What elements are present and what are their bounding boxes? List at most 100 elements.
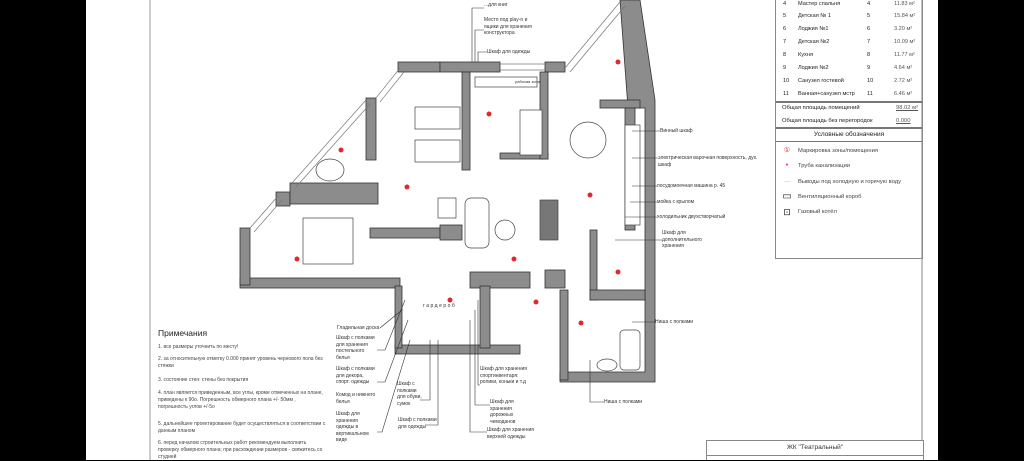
coffee-table [494,219,516,241]
tv-console [539,199,559,241]
annotation-playn: Место под play-n и ящики для хранения ко… [484,17,532,36]
sofa-living [464,197,490,249]
wall [397,61,441,73]
room-marker [533,299,539,305]
water-outlet-icon: — [783,178,791,185]
annotation-sink: мойка с крылом [657,199,695,205]
room-num: 8 [783,52,787,58]
annotation-outerwear: Шкаф для хранения верхней одежды [487,427,534,440]
note-item: 5. дальнейшее проектирование будет осуще… [158,421,326,434]
room-marker [294,256,300,262]
room-num: 7 [783,39,787,45]
room-marker [511,256,517,262]
wall [589,229,598,301]
table-divider [776,127,922,129]
legend-item: Вентиляционный короб [798,194,862,200]
room-markers [294,59,621,326]
note-item: 3. состояние стен: стены без покрытия [158,377,249,383]
room-name: Кухня [798,52,813,58]
room-area: 10.09 м² [894,39,916,45]
room-area: 2.72 м² [894,78,913,84]
annotation-decor: Шкаф с полками для декора, спорт. одежды [336,366,375,385]
room-marker [587,192,593,198]
annotation-extra-storage: Шкаф для дополнительного хранения [662,230,702,249]
room-code: 8 [867,52,871,58]
room-marker [615,269,621,275]
room-num: 4 [783,1,787,7]
wall [469,271,531,289]
wall [479,285,491,349]
room-code: 6 [867,26,871,32]
room-area: 6.46 м² [894,91,913,97]
room-code: 7 [867,39,871,45]
wall [544,269,566,289]
room-num: 9 [783,65,787,71]
wall [239,277,401,289]
total-area-label: Общая площадь помещений [782,105,860,111]
total-no-walls-label: Общая площадь без перегородок [782,118,873,124]
wall [289,182,379,205]
legend-item: Маркировка зоны/помещения [798,148,879,154]
legend-item: Газовый котёл [798,209,837,215]
note-item: 4. план является приведенным, все углы, … [158,390,323,410]
room-area: 4.64 м² [894,65,913,71]
room-num: 10 [783,78,790,84]
armchair [437,197,457,219]
kitchen-counter [624,124,641,226]
annotation-ironing: Гладильная доска [337,325,380,331]
wall [239,227,251,286]
legend-divider [776,141,922,142]
sofa-kids [519,109,543,156]
legend-item: Выводы под холодную и горячую воду [798,179,902,185]
room-name: Ванная+санузел мстр [798,91,855,97]
annotation-suitcases: Шкаф для хранения дорожных чемоданов [490,399,516,425]
note-item: 2. за относительную отметку 0.000 принят… [158,356,323,369]
wall [439,61,501,73]
notes-title: Примечания [158,328,208,338]
wall [275,191,291,207]
bed-kids-1 [414,106,461,130]
annotation-wine: Винный шкаф [660,128,693,134]
gas-boiler-icon: ⊡ [783,207,791,217]
annotation-dishwasher: посудомоечная машина р. 45 [657,183,726,189]
annotation-vertical: Шкаф для хранения одежды в вертикальном … [336,411,369,443]
legend-item: Труба канализации [798,163,850,169]
annotation-shoes: Шкаф с полками для обуви, сумок [397,381,422,407]
total-no-walls-value: 0.000 [896,118,911,124]
annotation-books: ...для книг [484,2,508,8]
room-name: Лоджия №2 [798,65,829,71]
annotation-hob: электрическая варочная поверхность, дух.… [658,155,758,168]
furniture [302,76,641,372]
annotation-dresser: Комод и нижнего белья [336,392,376,405]
annotation-niche-1: Ниша с полками [655,319,694,325]
wall [439,224,463,241]
room-marker [578,320,584,326]
room-name: Детская № 1 [798,13,831,19]
wall [589,289,646,301]
room-name: Лоджия №1 [798,26,829,32]
title-block-cells [706,455,924,460]
leader-lines [377,7,662,433]
sewer-pipe-icon: • [785,162,789,169]
walls [239,0,656,383]
washbasin [596,358,618,372]
ventilation-box-icon: ▭ [782,191,792,202]
total-area-value: 98.02 м² [896,105,919,111]
room-name: Мастер спальня [798,1,841,7]
room-marker-icon: ① [783,147,791,154]
table-divider [776,101,922,103]
room-marker [404,184,410,190]
room-area: 11.83 м² [894,1,915,7]
note-item: 1. все размеры уточнить по месту! [158,344,239,350]
room-num: 5 [783,13,787,19]
annotation-desk: рабочая зона [515,79,540,84]
legend-title: Условные обозначения [813,131,885,138]
